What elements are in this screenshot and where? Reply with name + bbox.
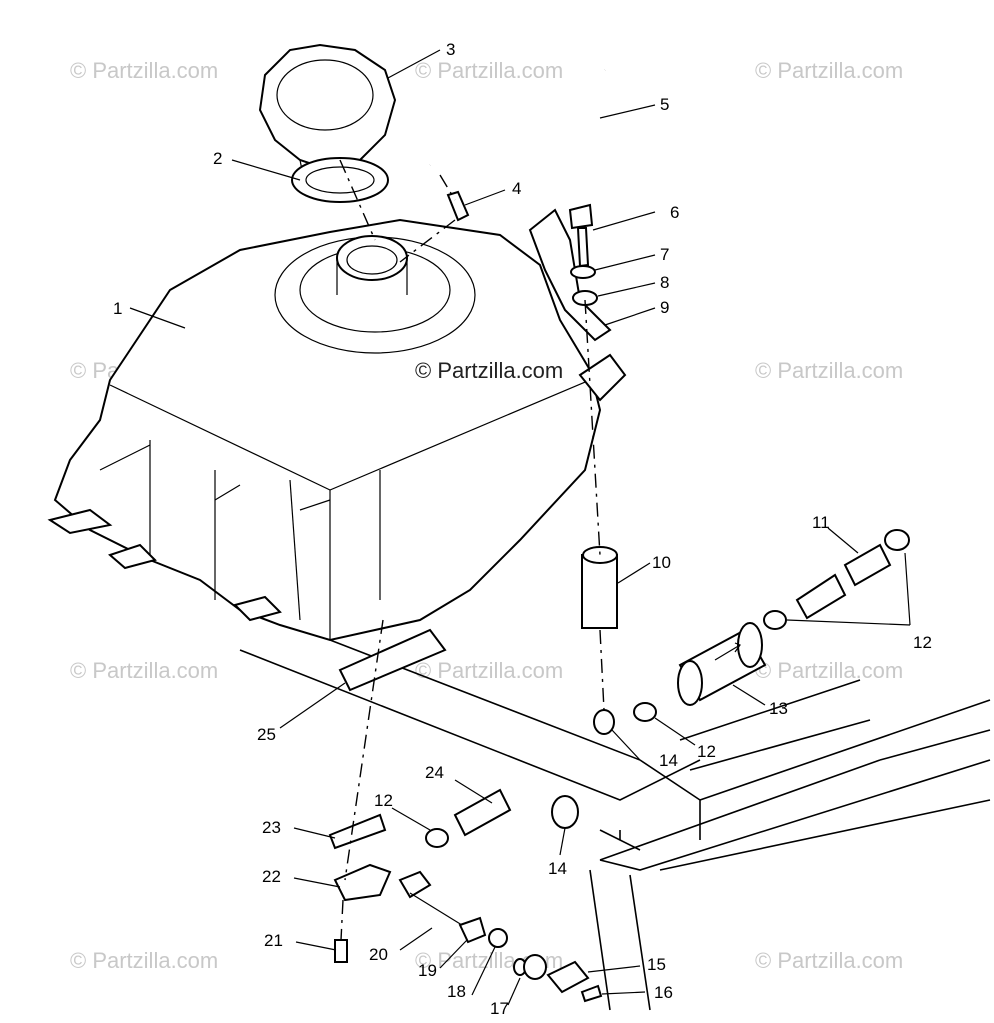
center-watermark: © Partzilla.com (415, 358, 563, 383)
callout-11: 11 (812, 513, 830, 532)
callout-22: 22 (262, 867, 281, 886)
callout-12c: 12 (374, 791, 393, 810)
grommets (551, 709, 615, 829)
callout-25: 25 (257, 725, 276, 744)
watermark: © Partzilla.com (415, 58, 563, 83)
callout-15: 15 (647, 955, 666, 974)
callout-14b: 14 (548, 859, 567, 878)
fuel-hoses (453, 543, 892, 837)
filler-neck (336, 235, 408, 295)
callout-18: 18 (447, 982, 466, 1001)
callout-7: 7 (660, 245, 669, 264)
bolt-and-washers (568, 203, 598, 306)
petcock-assembly (328, 813, 603, 1003)
watermark: © Partzilla.com (415, 658, 563, 683)
hose-clamps (425, 529, 910, 848)
vent-hose (427, 68, 608, 167)
callout-20: 20 (369, 945, 388, 964)
callout-2: 2 (213, 149, 222, 168)
vent-fitting (446, 190, 470, 222)
callout-9: 9 (660, 298, 669, 317)
callout-12a: 12 (913, 633, 932, 652)
spacer (581, 546, 618, 629)
fuel-tank (53, 218, 602, 642)
watermark: © Partzilla.com (755, 358, 903, 383)
fuel-filter (677, 622, 767, 706)
tank-bracket (528, 208, 627, 402)
callout-21: 21 (264, 931, 283, 950)
assembly-lines (339, 159, 605, 941)
cap-gasket (291, 157, 389, 203)
callout-19: 19 (418, 961, 437, 980)
callout-3: 3 (446, 40, 455, 59)
callout-6: 6 (670, 203, 679, 222)
callout-13: 13 (769, 699, 788, 718)
callout-5: 5 (660, 95, 669, 114)
callout-numbers: 1 2 3 4 5 6 7 8 9 10 11 12 12 12 13 14 1… (113, 40, 932, 1018)
callout-12b: 12 (697, 742, 716, 761)
callout-14a: 14 (659, 751, 678, 770)
callout-4: 4 (512, 179, 521, 198)
watermark: © Partzilla.com (755, 658, 903, 683)
callout-24: 24 (425, 763, 444, 782)
watermark: © Partzilla.com (755, 58, 903, 83)
callout-10: 10 (652, 553, 671, 572)
callout-17: 17 (490, 999, 509, 1018)
watermark: © Partzilla.com (70, 658, 218, 683)
callout-8: 8 (660, 273, 669, 292)
frame-rails (239, 639, 991, 1011)
watermark: © Partzilla.com (70, 58, 218, 83)
watermark: © Partzilla.com (70, 948, 218, 973)
watermark: © Partzilla.com (755, 948, 903, 973)
leader-lines (129, 49, 911, 1006)
callout-1: 1 (113, 299, 122, 318)
callout-16: 16 (654, 983, 673, 1002)
callout-23: 23 (262, 818, 281, 837)
tank-pad (338, 628, 447, 692)
tank-mount-tabs (47, 508, 282, 622)
